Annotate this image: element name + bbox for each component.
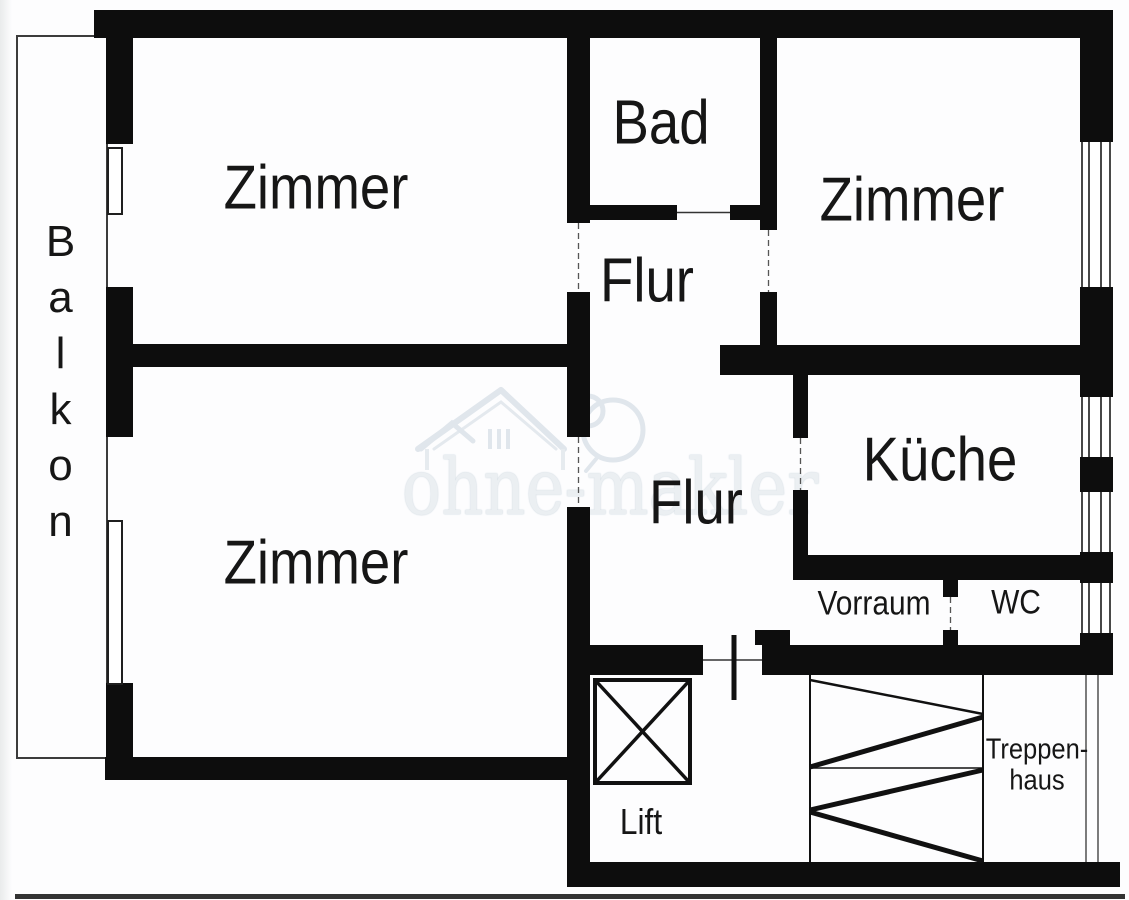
wall-central-1 xyxy=(567,37,590,223)
wall-zimmer-bl-bottom xyxy=(105,757,590,780)
room-label-flur-top: Flur xyxy=(600,246,694,316)
wall-stair-bottom xyxy=(567,862,1120,887)
wall-flur-right-1 xyxy=(760,37,777,230)
wall-wc-divider-bottom xyxy=(943,630,958,645)
wall-central-3 xyxy=(567,507,590,887)
wall-bad-bottom-left xyxy=(590,205,677,220)
wall-exterior-right-5 xyxy=(1080,633,1113,673)
wall-kueche-bottom xyxy=(793,555,1080,580)
wall-exterior-right-1 xyxy=(1080,10,1113,142)
scan-edge-shade xyxy=(0,0,12,900)
window-right-kueche-2 xyxy=(1080,492,1113,552)
wall-exterior-right-4 xyxy=(1080,552,1113,583)
wall-bad-bottom-right xyxy=(730,205,777,220)
room-label-vorraum: Vorraum xyxy=(817,584,931,623)
scan-bottom-strip xyxy=(15,894,1125,899)
wall-zimmer-tr-bottom xyxy=(720,345,1080,375)
window-balcony-bottom xyxy=(107,520,123,685)
room-label-balkon: Balkon xyxy=(36,217,85,553)
wall-exterior-top xyxy=(94,10,1113,38)
wall-wc-divider-top xyxy=(943,580,958,597)
window-right-zimmer xyxy=(1080,142,1113,287)
stairs-symbol xyxy=(809,675,984,864)
window-balcony-top xyxy=(107,147,123,215)
room-label-treppenhaus: Treppen- haus xyxy=(985,733,1089,797)
room-label-zimmer-top-left: Zimmer xyxy=(223,153,409,223)
wall-exterior-right-3 xyxy=(1080,457,1113,492)
door-openings xyxy=(577,223,952,630)
room-label-kueche: Küche xyxy=(862,425,1018,495)
room-label-lift: Lift xyxy=(619,801,663,842)
wall-entrance-jamb xyxy=(755,630,790,645)
room-label-wc: WC xyxy=(991,583,1041,622)
window-right-kueche-1 xyxy=(1080,397,1113,457)
wall-zimmer-divider xyxy=(125,344,590,367)
wall-exterior-left-1 xyxy=(106,37,133,144)
wall-exterior-right-2 xyxy=(1080,287,1113,397)
window-glazing-lines xyxy=(1081,142,1111,633)
room-label-zimmer-top-right: Zimmer xyxy=(819,165,1005,235)
room-label-zimmer-bottom-left: Zimmer xyxy=(223,528,409,598)
room-label-flur-main: Flur xyxy=(649,468,743,538)
wall-entrance-band-left xyxy=(590,645,703,675)
lift-shaft-symbol xyxy=(593,678,692,785)
stairwell-right-lines xyxy=(1085,675,1099,862)
window-right-wc xyxy=(1080,583,1113,633)
wall-flur-right-2 xyxy=(760,292,777,348)
wall-kueche-left-1 xyxy=(793,375,808,438)
wall-central-2 xyxy=(567,292,590,437)
wall-entrance-band-right xyxy=(762,645,1113,675)
room-label-bad: Bad xyxy=(612,88,710,158)
